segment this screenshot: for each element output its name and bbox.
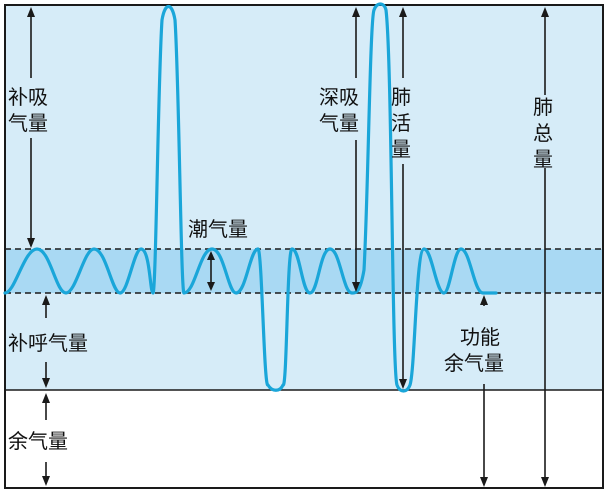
- total-lung-capacity-arrow: [541, 7, 549, 487]
- total-lung-capacity-label-char3: 量: [533, 147, 553, 171]
- tidal-volume-label: 潮气量: [188, 217, 248, 241]
- inspiratory-reserve-arrow: [27, 7, 35, 248]
- expiratory-reserve-arrow: [42, 295, 50, 388]
- functional-residual-label-line1: 功能: [460, 325, 500, 349]
- functional-residual-arrow: [480, 295, 488, 487]
- lung-volume-region: [5, 5, 603, 390]
- residual-volume-region: [5, 390, 603, 488]
- residual-volume-arrow: [42, 393, 50, 486]
- total-lung-capacity-label-char2: 总: [533, 121, 553, 145]
- inspiratory-capacity-arrow: [352, 7, 360, 292]
- diagram-frame: [4, 4, 604, 489]
- inspiratory-reserve-label-line2: 气量: [8, 111, 48, 135]
- vital-capacity-arrow: [399, 7, 407, 389]
- vital-capacity-label-char2: 活: [391, 111, 411, 135]
- functional-residual-label-line2: 余气量: [444, 351, 504, 375]
- total-lung-capacity-label-char1: 肺: [533, 95, 553, 119]
- vital-capacity-label-char1: 肺: [391, 85, 411, 109]
- expiratory-reserve-label: 补呼气量: [8, 331, 88, 355]
- tidal-volume-arrow: [207, 251, 215, 291]
- inspiratory-capacity-label-line1: 深吸: [319, 85, 359, 109]
- breathing-curve: [3, 2, 498, 393]
- residual-volume-label: 余气量: [8, 429, 68, 453]
- inspiratory-capacity-label-line2: 气量: [319, 111, 359, 135]
- inspiratory-reserve-label-line1: 补吸: [8, 85, 48, 109]
- vital-capacity-label-char3: 量: [391, 137, 411, 161]
